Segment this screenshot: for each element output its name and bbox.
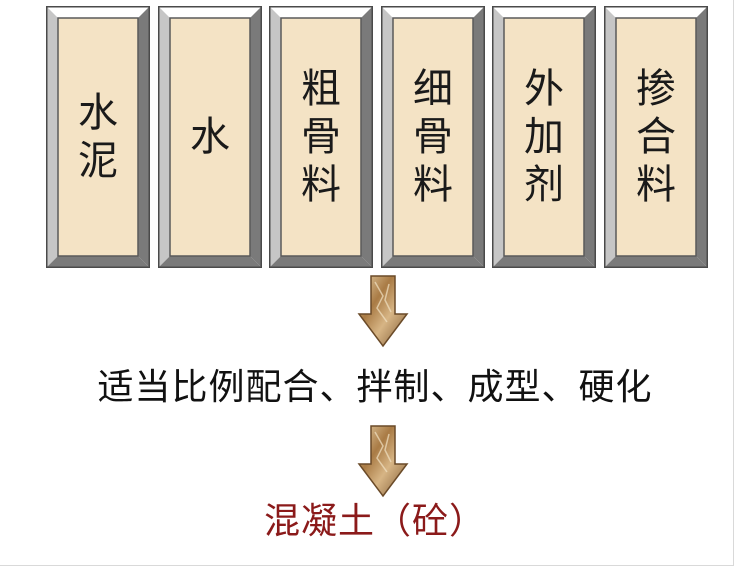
bevel-top xyxy=(604,6,708,18)
bevel-top xyxy=(269,6,373,18)
process-description: 适当比例配合、拌制、成型、硬化 xyxy=(97,367,653,408)
bevel-top xyxy=(492,6,596,18)
down-arrow-icon xyxy=(357,275,409,348)
bevel-top xyxy=(158,6,262,18)
panel-face xyxy=(280,17,362,257)
bevel-left xyxy=(158,6,170,268)
ingredient-row: 水 泥 水 粗 骨 料 细 骨 料 外 加 剂 掺 合 料 xyxy=(46,6,714,268)
bevel-frame xyxy=(492,6,596,268)
bevel-frame xyxy=(46,6,150,268)
ingredient-label-coarse-aggregate: 粗 骨 料 xyxy=(301,66,341,208)
bevel-bottom xyxy=(269,256,373,268)
bevel-left xyxy=(492,6,504,268)
bevel-frame xyxy=(269,6,373,268)
bevel-top xyxy=(381,6,485,18)
panel-face xyxy=(169,17,251,257)
bevel-right xyxy=(584,6,596,268)
ingredient-panel-admixture: 外 加 剂 xyxy=(492,6,596,268)
bevel-right xyxy=(250,6,262,268)
bevel-left xyxy=(604,6,616,268)
panel-outline xyxy=(46,6,150,268)
bevel-left xyxy=(269,6,281,268)
bevel-frame xyxy=(158,6,262,268)
bevel-right xyxy=(473,6,485,268)
ingredient-panel-supplementary-material: 掺 合 料 xyxy=(604,6,708,268)
ingredient-label-water: 水 xyxy=(190,114,230,160)
panel-outline xyxy=(381,6,485,268)
down-arrow-icon xyxy=(357,425,409,498)
ingredient-panel-cement: 水 泥 xyxy=(46,6,150,268)
panel-outline xyxy=(604,6,708,268)
bevel-right xyxy=(696,6,708,268)
ingredient-panel-coarse-aggregate: 粗 骨 料 xyxy=(269,6,373,268)
panel-outline xyxy=(269,6,373,268)
bevel-top xyxy=(46,6,150,18)
panel-outline xyxy=(158,6,262,268)
ingredient-label-fine-aggregate: 细 骨 料 xyxy=(413,66,453,208)
ingredient-label-cement: 水 泥 xyxy=(78,90,118,184)
panel-face xyxy=(392,17,474,257)
ingredient-label-supplementary-material: 掺 合 料 xyxy=(636,66,676,208)
result-concrete: 混凝土（砼） xyxy=(263,501,486,542)
bevel-frame xyxy=(604,6,708,268)
bevel-left xyxy=(381,6,393,268)
bevel-bottom xyxy=(492,256,596,268)
panel-outline xyxy=(492,6,596,268)
bevel-bottom xyxy=(158,256,262,268)
panel-face xyxy=(615,17,697,257)
bevel-right xyxy=(138,6,150,268)
ingredient-label-admixture: 外 加 剂 xyxy=(524,66,564,208)
bevel-frame xyxy=(381,6,485,268)
ingredient-panel-water: 水 xyxy=(158,6,262,268)
panel-face xyxy=(503,17,585,257)
bevel-bottom xyxy=(46,256,150,268)
bevel-right xyxy=(361,6,373,268)
bevel-bottom xyxy=(604,256,708,268)
bevel-bottom xyxy=(381,256,485,268)
ingredient-panel-fine-aggregate: 细 骨 料 xyxy=(381,6,485,268)
panel-face xyxy=(57,17,139,257)
bevel-left xyxy=(46,6,58,268)
image-frame xyxy=(0,0,734,566)
